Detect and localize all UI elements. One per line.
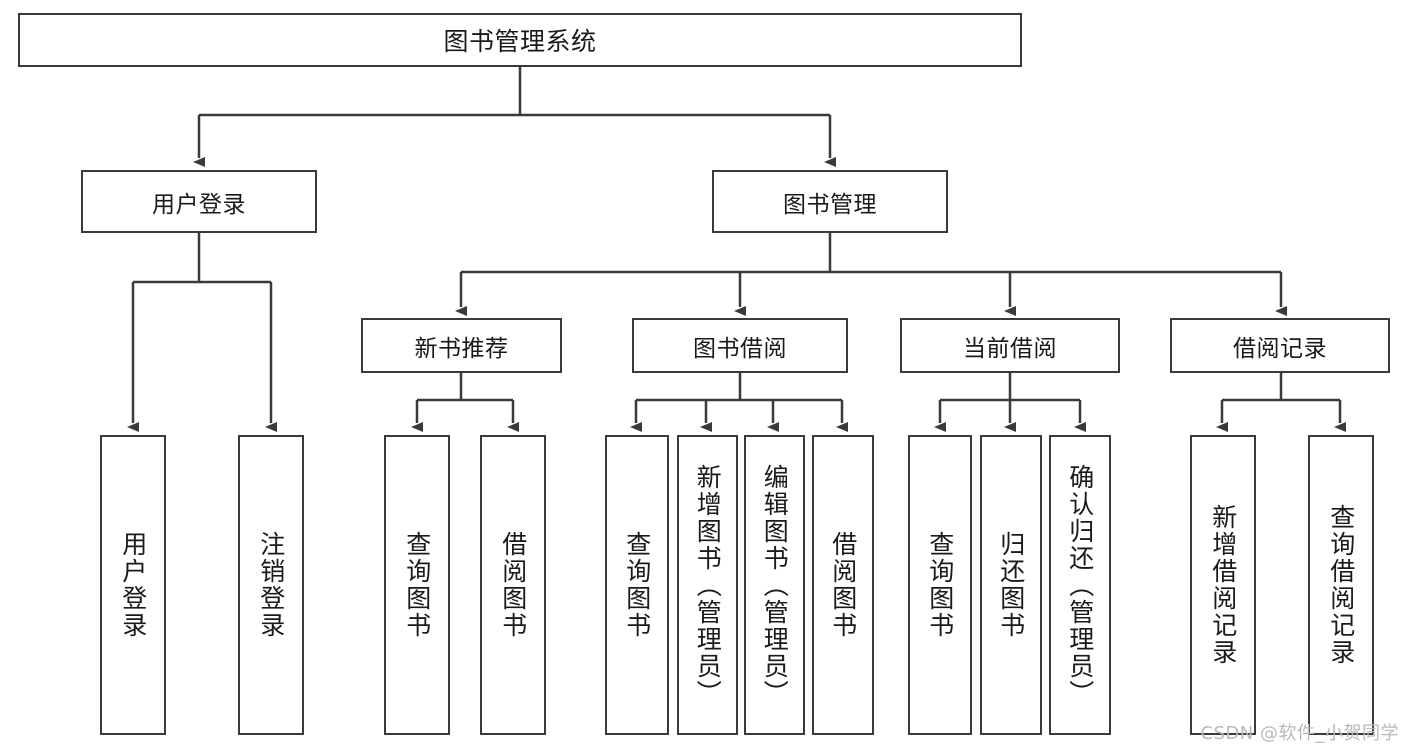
node-label: 查询图书: [622, 531, 652, 639]
leaf-query-book-current[interactable]: 查询图书: [908, 435, 972, 735]
leaf-return-book[interactable]: 归还图书: [980, 435, 1042, 735]
node-label: 用户登录: [152, 191, 246, 218]
leaf-query-borrow-record[interactable]: 查询借阅记录: [1308, 435, 1374, 735]
node-label: 归还图书: [996, 531, 1026, 639]
leaf-edit-book-admin[interactable]: 编辑图书（管理员）: [744, 435, 805, 735]
leaf-borrow-book-recommend[interactable]: 借阅图书: [480, 435, 546, 735]
node-label: 查询图书: [925, 531, 955, 639]
node-label: 查询图书: [402, 531, 432, 639]
node-label: 图书借阅: [693, 335, 787, 362]
leaf-user-logout[interactable]: 注销登录: [238, 435, 304, 735]
node-label: 确认归还（管理员）: [1065, 463, 1095, 707]
node-label: 借阅图书: [828, 531, 858, 639]
node-label: 编辑图书（管理员）: [760, 463, 790, 707]
node-book-borrow[interactable]: 图书借阅: [632, 318, 848, 373]
node-root-book-management-system[interactable]: 图书管理系统: [18, 13, 1022, 67]
node-label: 借阅图书: [498, 531, 528, 639]
node-borrow-record[interactable]: 借阅记录: [1170, 318, 1390, 373]
node-label: 新增借阅记录: [1208, 504, 1238, 666]
leaf-borrow-book[interactable]: 借阅图书: [812, 435, 874, 735]
csdn-watermark: CSDN @软件_小贺同学: [1200, 723, 1399, 744]
leaf-confirm-return-admin[interactable]: 确认归还（管理员）: [1049, 435, 1111, 735]
node-label: 图书管理系统: [443, 27, 597, 56]
node-label: 新书推荐: [414, 335, 509, 362]
node-current-borrow[interactable]: 当前借阅: [900, 318, 1120, 373]
node-label: 新增图书（管理员）: [693, 463, 723, 707]
leaf-add-borrow-record[interactable]: 新增借阅记录: [1190, 435, 1256, 735]
node-label: 用户登录: [118, 531, 148, 639]
node-book-management[interactable]: 图书管理: [712, 170, 948, 233]
leaf-query-book-recommend[interactable]: 查询图书: [384, 435, 450, 735]
leaf-user-login[interactable]: 用户登录: [100, 435, 166, 735]
leaf-add-book-admin[interactable]: 新增图书（管理员）: [677, 435, 738, 735]
node-label: 借阅记录: [1233, 335, 1327, 362]
node-label: 注销登录: [256, 531, 286, 639]
node-new-book-recommend[interactable]: 新书推荐: [361, 318, 562, 373]
node-label: 当前借阅: [963, 335, 1057, 362]
node-label: 图书管理: [783, 191, 877, 218]
node-label: 查询借阅记录: [1326, 504, 1356, 666]
node-user-login[interactable]: 用户登录: [81, 170, 317, 233]
leaf-query-book-borrow[interactable]: 查询图书: [605, 435, 669, 735]
